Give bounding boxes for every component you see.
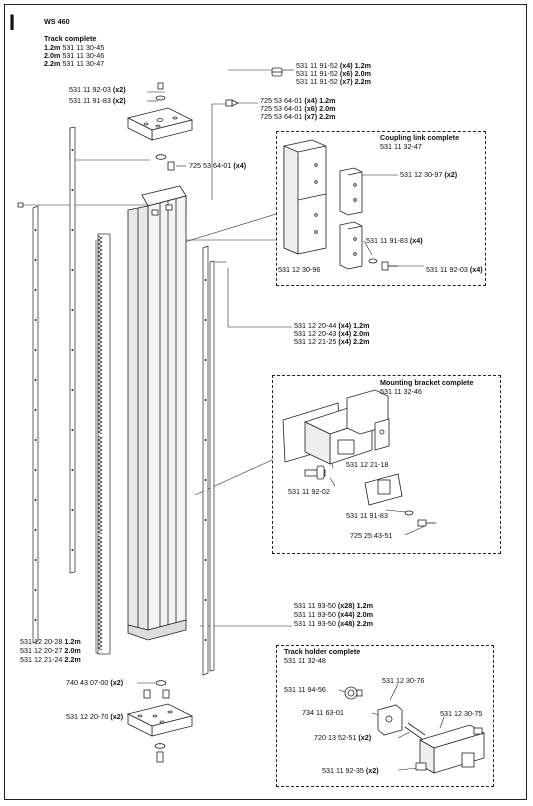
mounting-bolt-label: 531 11 92-02 [288,487,330,496]
mounting-drawing [282,389,436,527]
page-frame [4,4,527,800]
holder-drawing [344,686,486,774]
right-strips [202,245,215,676]
coupling-link-label: 531 12 30-96 [278,265,321,274]
holder-knob-label: 531 11 94-56 [284,685,326,694]
bottom-hardware [126,680,194,763]
washer-label-2: 531 11 91-83 (x2) [69,96,126,105]
bottom-ring-label: 740 43 07-00 (x2) [66,678,124,687]
left-strip [32,126,76,644]
rivet-label-3: 531 11 93-50 (x48) 2.2m [294,619,374,628]
rack-label-1: 531 12 20-28 1.2m [20,637,81,646]
rack-label-2: 531 12 20-27 2.0m [20,646,81,655]
gear-rack [97,233,111,655]
screw-label-1: 531 11 91-52 (x4) 1.2m [296,61,372,70]
coupling-washer-label: 531 11 91-83 (x4) [366,236,423,245]
screw-label-3: 531 11 91-52 (x7) 2.2m [296,77,372,86]
track-line-3: 2.2m 531 11 30-47 [44,59,105,68]
holder-number: 531 11 32-48 [284,656,326,665]
holder-title: Track holder complete [284,647,361,656]
bolt-label-1: 725 53 64-01 (x4) 1.2m [260,96,336,105]
coupling-plate-label: 531 12 30-97 (x2) [400,170,458,179]
mounting-washer-label: 531 11 91-83 [346,511,388,520]
mounting-bracket-box [272,375,501,554]
holder-block-label: 531 12 30-76 [382,676,425,685]
coupling-link-box [276,131,486,286]
bolt-label-2: 725 53 64-01 (x6) 2.0m [260,104,336,113]
track-title: Track complete [44,34,97,43]
holder-pin-label: 720 13 52-51 (x2) [314,733,372,742]
rail-label-1: 531 12 20-44 (x4) 1.2m [294,321,370,330]
track-column [127,185,187,641]
washer-label: 531 11 92-03 (x2) [69,85,126,94]
rail-label-2: 531 12 20-43 (x4) 2.0m [294,329,370,338]
mounting-title: Mounting bracket complete [380,378,474,387]
coupling-title: Coupling link complete [380,133,460,142]
coupling-number: 531 11 32-47 [380,142,422,151]
coupling-bolt-label: 531 11 92-03 (x4) [426,265,483,274]
track-holder-box [276,645,494,787]
top-hardware [17,67,283,208]
mounting-clamp-label: 531 12 21-18 [346,460,389,469]
bolt-label-3: 725 53 64-01 (x7) 2.2m [260,112,336,121]
page-letter: I [9,10,16,35]
holder-washer-label: 734 11 63-01 [302,708,344,717]
rivet-label-1: 531 11 93-50 (x28) 1.2m [294,601,374,610]
holder-body-label: 531 12 30-75 [440,709,483,718]
coupling-drawing [283,139,398,271]
bottom-plate-label: 531 12 20-70 (x2) [66,712,124,721]
screw-label-2: 531 11 91-52 (x6) 2.0m [296,69,372,78]
cap-bolt-label: 725 53 64-01 (x4) [189,161,247,170]
mounting-screw-label: 725 25 43-51 [350,531,393,540]
model-title: WS 460 [44,17,70,26]
mounting-number: 531 11 32-46 [380,387,422,396]
track-line-1: 1.2m 531 11 30-45 [44,43,105,52]
rail-label-3: 531 12 21-25 (x4) 2.2m [294,337,370,346]
rivet-label-2: 531 11 93-50 (x44) 2.0m [294,610,374,619]
holder-screw-label: 531 11 92-35 (x2) [322,766,379,775]
rack-label-3: 531 12 21-24 2.2m [20,655,81,664]
track-line-2: 2.0m 531 11 30-46 [44,51,105,60]
